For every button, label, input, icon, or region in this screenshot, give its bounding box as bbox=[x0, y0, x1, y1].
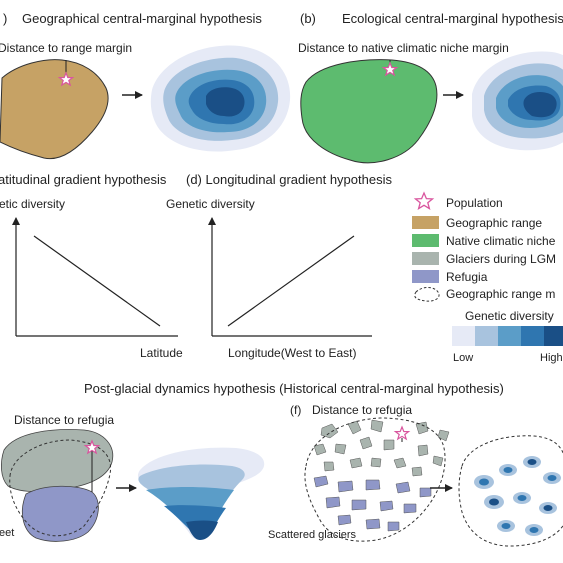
diversity-contour-a bbox=[150, 45, 291, 152]
legend-label-refugia: Refugia bbox=[446, 270, 488, 284]
panel-c: atitudinal gradient hypothesis etic dive… bbox=[0, 172, 183, 360]
scale-bin-4 bbox=[521, 326, 544, 346]
diversity-color-scale bbox=[452, 326, 563, 346]
panel-f-note: Scattered glaciers bbox=[268, 529, 357, 541]
panel-d-trend-line bbox=[227, 235, 355, 327]
panel-d-title: (d) Longitudinal gradient hypothesis bbox=[186, 172, 392, 187]
refugia-shape-e bbox=[22, 485, 99, 542]
panel-e-distance-label: Distance to refugia bbox=[14, 413, 114, 427]
diversity-hotspots-f bbox=[474, 456, 561, 536]
legend: Population Geographic range Native clima… bbox=[412, 191, 563, 364]
panel-e-title: Post-glacial dynamics hypothesis (Histor… bbox=[84, 381, 504, 396]
panel-a-title: Geographical central-marginal hypothesis bbox=[22, 11, 262, 26]
diversity-contour-e bbox=[137, 447, 265, 540]
panel-b-letter: (b) bbox=[300, 11, 316, 26]
panel-f-letter: (f) bbox=[290, 403, 301, 417]
legend-swatch-native-niche bbox=[412, 234, 439, 247]
population-star-a bbox=[57, 71, 75, 87]
scattered-refugia bbox=[313, 475, 432, 532]
hotspot bbox=[523, 456, 541, 468]
diversity-contour-b bbox=[472, 51, 563, 151]
scale-bin-1 bbox=[452, 326, 475, 346]
native-climatic-niche-shape bbox=[300, 59, 438, 164]
hotspot bbox=[499, 464, 517, 476]
legend-dashed-outline-icon bbox=[414, 287, 440, 302]
panel-e: Post-glacial dynamics hypothesis (Histor… bbox=[0, 381, 504, 542]
panel-c-title: atitudinal gradient hypothesis bbox=[0, 172, 167, 187]
scattered-glaciers bbox=[313, 419, 450, 477]
panel-b: (b) Ecological central-marginal hypothes… bbox=[298, 11, 563, 164]
legend-label-range-margin: Geographic range m bbox=[446, 287, 555, 301]
panel-b-title: Ecological central-marginal hypothesis bbox=[342, 11, 563, 26]
hotspot bbox=[543, 472, 561, 484]
panel-a-letter: ) bbox=[3, 11, 7, 26]
hotspot bbox=[539, 502, 557, 514]
panel-a-distance-label: Distance to range margin bbox=[0, 41, 132, 55]
hotspot bbox=[497, 520, 515, 532]
scale-bin-2 bbox=[475, 326, 498, 346]
legend-scale-title: Genetic diversity bbox=[465, 309, 554, 323]
hotspot bbox=[525, 524, 543, 536]
legend-swatch-refugia bbox=[412, 270, 439, 283]
legend-scale-high: High bbox=[540, 352, 563, 364]
legend-star-icon bbox=[413, 191, 435, 211]
panel-d-xlabel: Longitude(West to East) bbox=[228, 346, 357, 360]
panel-b-distance-label: Distance to native climatic niche margin bbox=[298, 41, 509, 55]
panel-f: (f) Distance to refugia bbox=[268, 403, 563, 547]
range-margin-outline-e bbox=[9, 439, 112, 537]
legend-label-glaciers: Glaciers during LGM bbox=[446, 252, 556, 266]
panel-d-ylabel: Genetic diversity bbox=[166, 197, 255, 211]
population-star-b bbox=[381, 61, 399, 77]
hotspot bbox=[484, 495, 504, 509]
population-star-f bbox=[393, 425, 411, 441]
panel-a: ) Geographical central-marginal hypothes… bbox=[0, 11, 291, 160]
legend-label-population: Population bbox=[446, 196, 503, 210]
hotspot bbox=[513, 492, 531, 504]
panel-c-xlabel: Latitude bbox=[140, 346, 183, 360]
range-margin-outline-f bbox=[304, 417, 446, 542]
legend-label-native-niche: Native climatic niche bbox=[446, 234, 556, 248]
panel-c-ylabel: etic diversity bbox=[0, 197, 65, 211]
legend-scale-low: Low bbox=[453, 352, 473, 364]
geographic-range-shape bbox=[0, 59, 109, 160]
hotspot bbox=[474, 475, 494, 489]
population-star-e bbox=[83, 439, 101, 455]
panel-d: (d) Longitudinal gradient hypothesis Gen… bbox=[166, 172, 392, 360]
panel-e-note: eet bbox=[0, 527, 14, 539]
panel-f-distance-label: Distance to refugia bbox=[312, 403, 412, 417]
panel-c-trend-line bbox=[33, 235, 161, 327]
scale-bin-5 bbox=[544, 326, 563, 346]
legend-label-geographic-range: Geographic range bbox=[446, 216, 542, 230]
scale-bin-3 bbox=[498, 326, 521, 346]
glacier-shape-e bbox=[0, 429, 114, 492]
legend-swatch-geographic-range bbox=[412, 216, 439, 229]
legend-swatch-glaciers bbox=[412, 252, 439, 265]
